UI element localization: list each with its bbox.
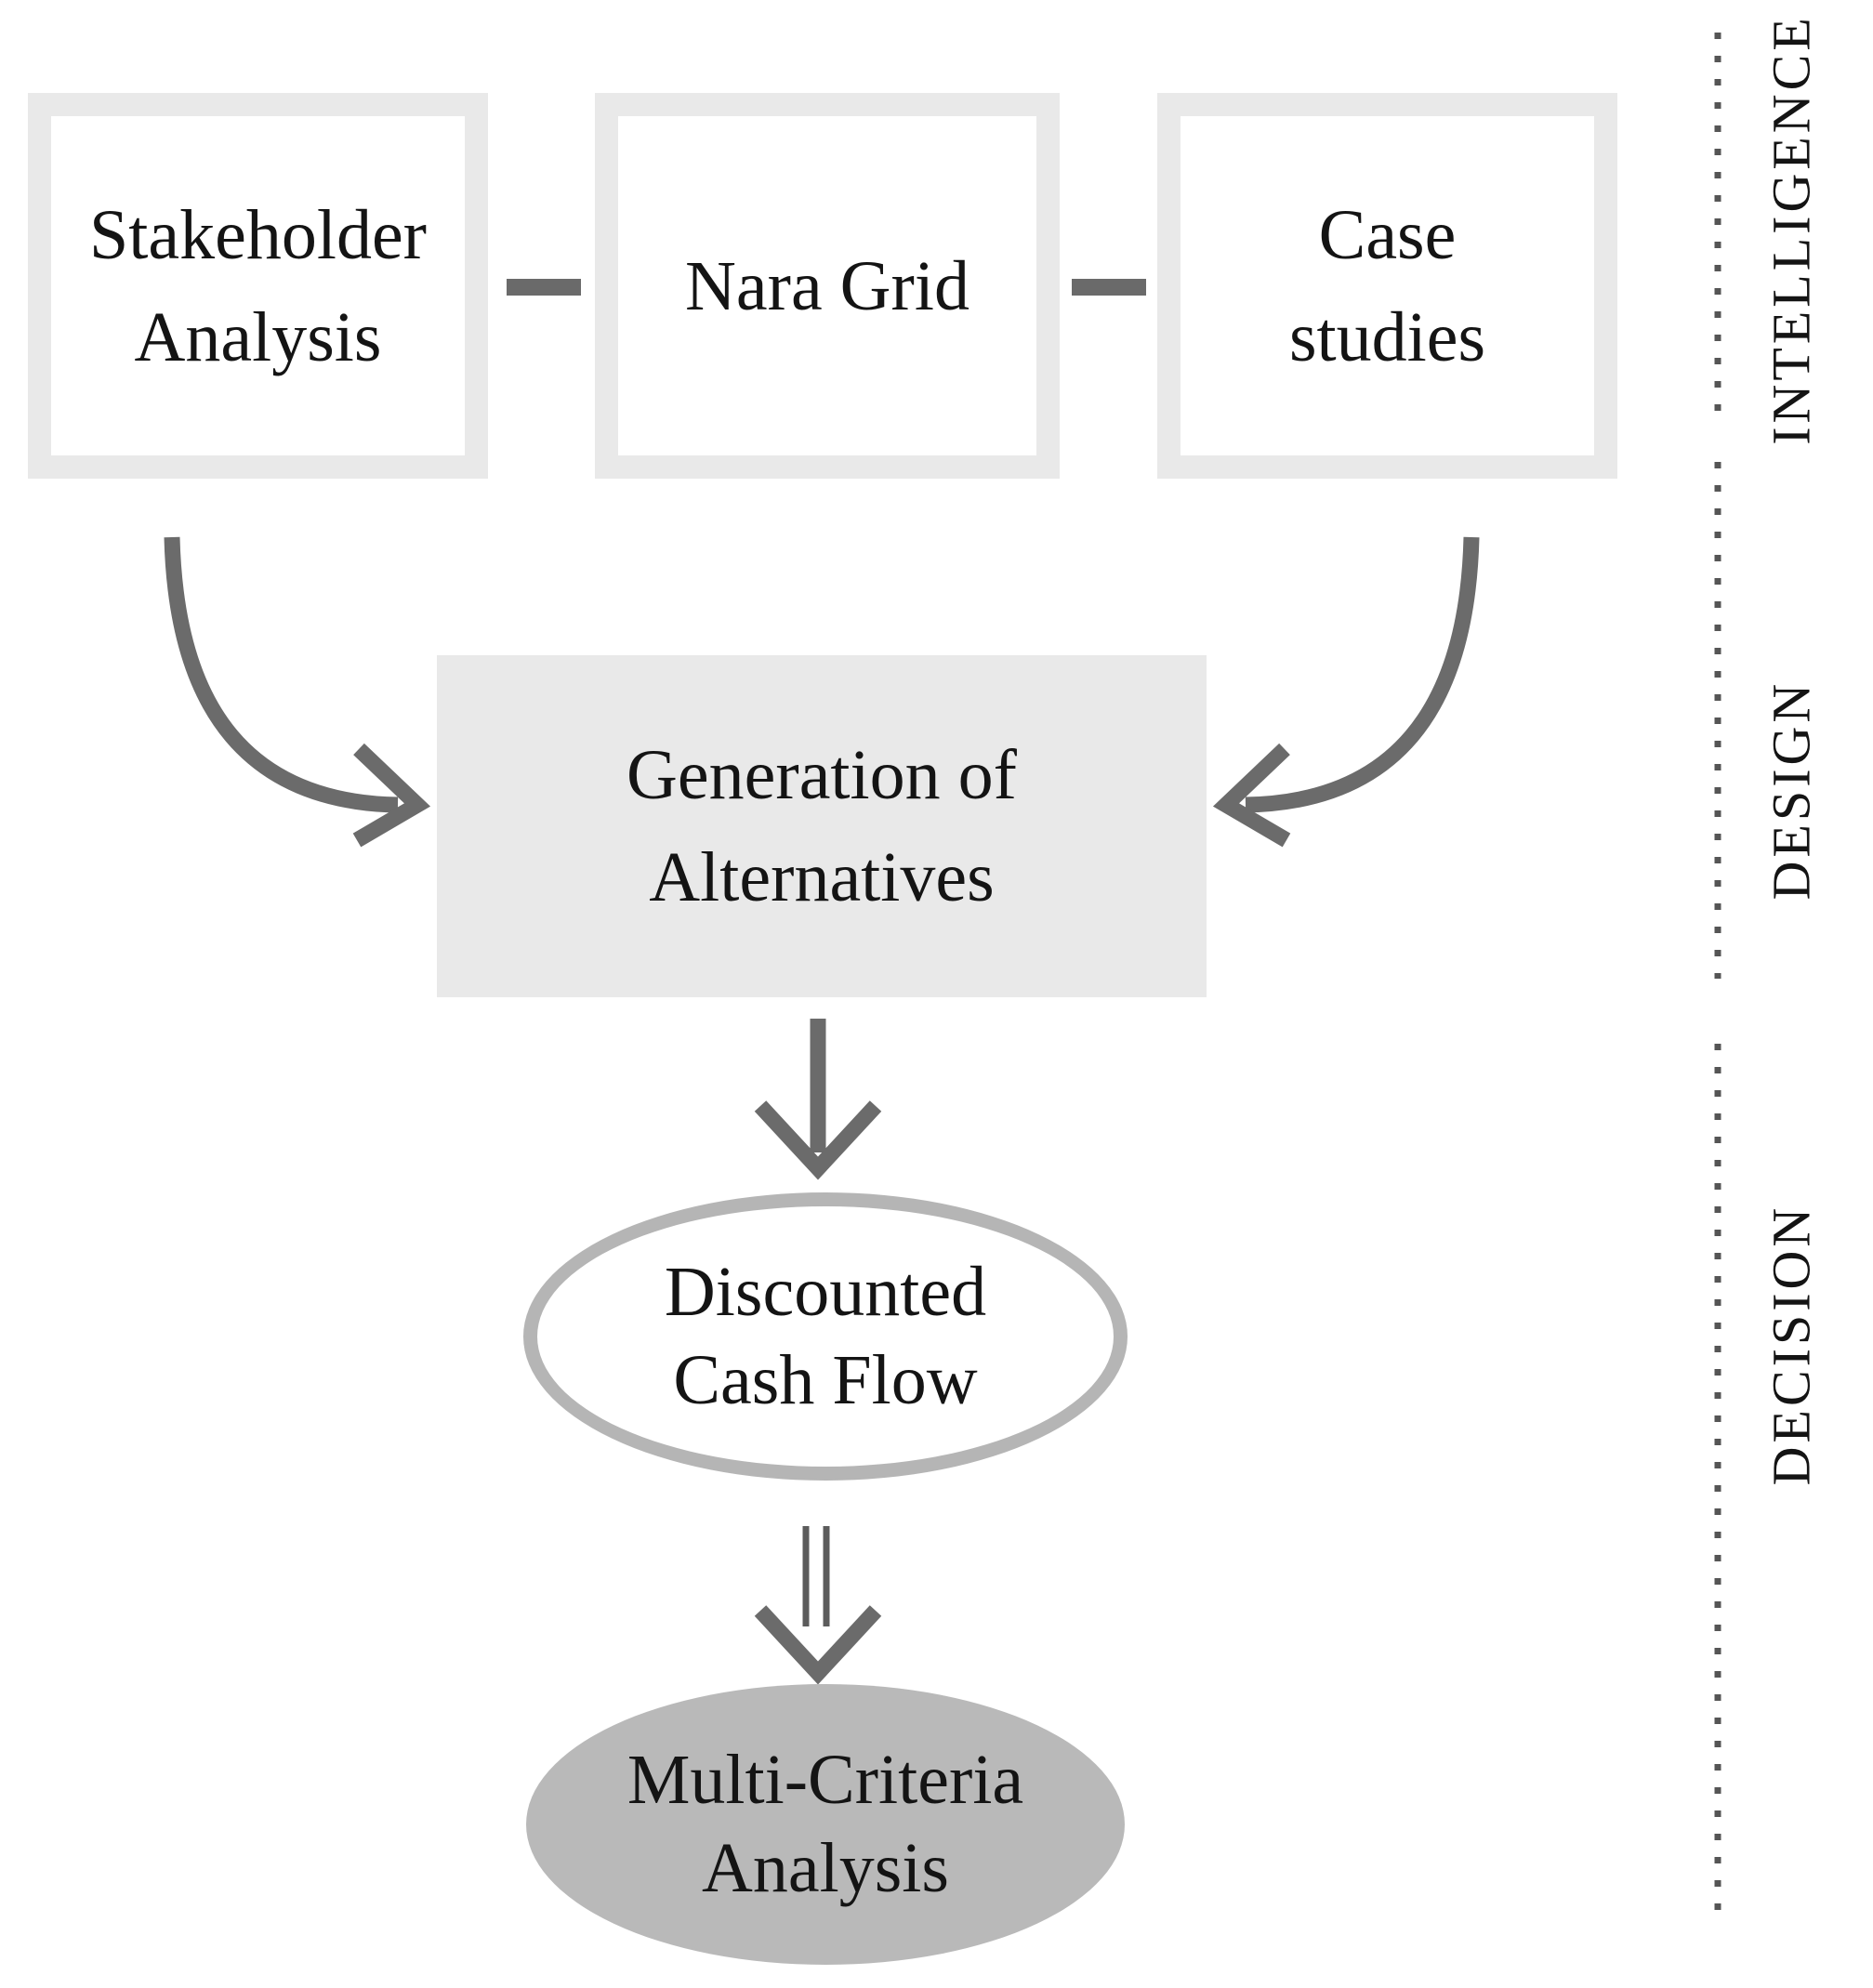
mca-label-line1: Multi-Criteria xyxy=(627,1741,1024,1819)
phase-label-intelligence: INTELLIGENCE xyxy=(1761,14,1822,445)
node-discounted-cash-flow: Discounted Cash Flow xyxy=(523,1192,1128,1481)
curved-arrow-left-head-icon xyxy=(352,743,431,848)
generation-label-line2: Alternatives xyxy=(649,838,995,916)
node-multi-criteria-analysis: Multi-Criteria Analysis xyxy=(526,1684,1125,1965)
node-nara-grid: Nara Grid xyxy=(595,93,1060,479)
connector-dash-1 xyxy=(507,279,581,296)
phase-label-design: DESIGN xyxy=(1761,679,1822,901)
stakeholder-analysis-label-line1: Stakeholder xyxy=(88,195,427,274)
double-arrow-head-icon xyxy=(754,1605,882,1685)
curved-arrow-left xyxy=(164,536,399,813)
case-studies-label-line2: studies xyxy=(1288,297,1486,376)
curved-arrow-right xyxy=(1245,536,1480,813)
generation-label-line1: Generation of xyxy=(627,736,1017,814)
curved-arrow-right-head-icon xyxy=(1212,743,1291,848)
node-generation-of-alternatives: Generation of Alternatives xyxy=(437,655,1207,997)
phase-label-decision: DECISION xyxy=(1761,1204,1822,1486)
mca-label-line2: Analysis xyxy=(702,1829,949,1907)
connector-dash-2 xyxy=(1072,279,1146,296)
node-stakeholder-analysis: Stakeholder Analysis xyxy=(28,93,488,479)
stakeholder-analysis-label-line2: Analysis xyxy=(134,297,382,376)
nara-grid-label: Nara Grid xyxy=(685,246,969,325)
case-studies-label-line1: Case xyxy=(1318,195,1457,274)
node-case-studies: Case studies xyxy=(1157,93,1617,479)
down-arrow-head-icon xyxy=(754,1100,882,1180)
dcf-label-line2: Cash Flow xyxy=(673,1341,978,1419)
dcf-label-line1: Discounted xyxy=(664,1253,987,1331)
